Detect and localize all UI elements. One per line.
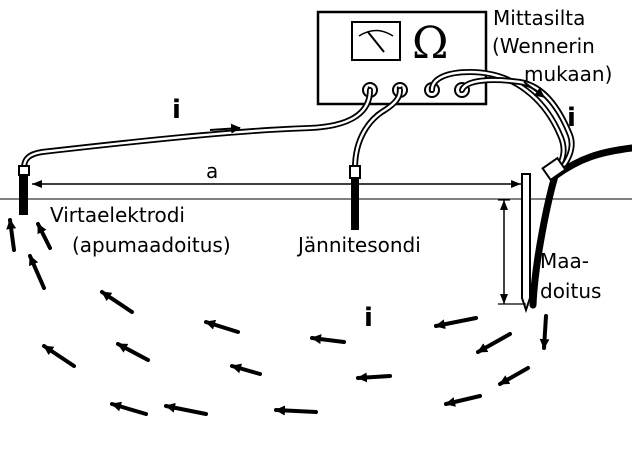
flow-arrow (356, 372, 392, 383)
voltage-probe-clamp (349, 165, 361, 179)
current-electrode-clamp (18, 165, 30, 176)
flow-arrow (28, 254, 46, 290)
distance-arrow-right (511, 180, 521, 188)
flow-arrow (110, 401, 148, 416)
flow-arrow (539, 314, 550, 350)
distance-label: a (206, 159, 218, 183)
cables (21, 68, 632, 309)
flow-arrow (230, 363, 262, 376)
meter-needle-icon (367, 31, 385, 53)
flow-arrow (36, 222, 52, 250)
current-electrode-label-line2: (apumaadoitus) (72, 233, 231, 257)
distance-arrow-left (32, 180, 42, 188)
flow-arrow (42, 344, 76, 368)
cable-arrow-right (523, 81, 545, 98)
earth-conductor-lead (529, 172, 559, 309)
instrument-title-line1: Mittasilta (493, 6, 585, 30)
cable-arrow-left (209, 123, 241, 134)
flow-arrow (310, 334, 346, 345)
meter-scale (358, 29, 394, 37)
current-symbol-right: i (567, 103, 576, 133)
flow-arrow (434, 316, 478, 330)
flow-arrow (274, 405, 318, 416)
earthing-connector (541, 156, 567, 182)
flow-arrow (164, 402, 208, 416)
instrument-title-line3: mukaan) (524, 62, 612, 86)
voltage-probe (351, 178, 359, 230)
current-electrode-label-line1: Virtaelektrodi (50, 203, 185, 227)
flow-arrow (498, 366, 530, 386)
measuring-bridge: Ω I U U I (316, 10, 488, 106)
flow-arrow (116, 342, 150, 362)
flow-arrow (6, 218, 17, 252)
instrument-title-line2: (Wennerin (492, 34, 595, 58)
flow-arrow (100, 290, 134, 314)
earthing-label-line2: doitus (540, 279, 601, 303)
current-symbol-cable: i (172, 95, 181, 125)
flow-arrow (204, 319, 240, 334)
earthing-label-line1: Maa- (540, 249, 589, 273)
current-symbol-soil: i (364, 303, 373, 333)
soil-current-arrows (6, 218, 550, 416)
ohm-symbol: Ω (412, 18, 448, 69)
flow-arrow (444, 394, 482, 407)
current-electrode (19, 175, 28, 215)
voltage-probe-label: Jännitesondi (296, 233, 421, 257)
earth-rod (521, 173, 531, 314)
flow-arrow (476, 332, 512, 354)
